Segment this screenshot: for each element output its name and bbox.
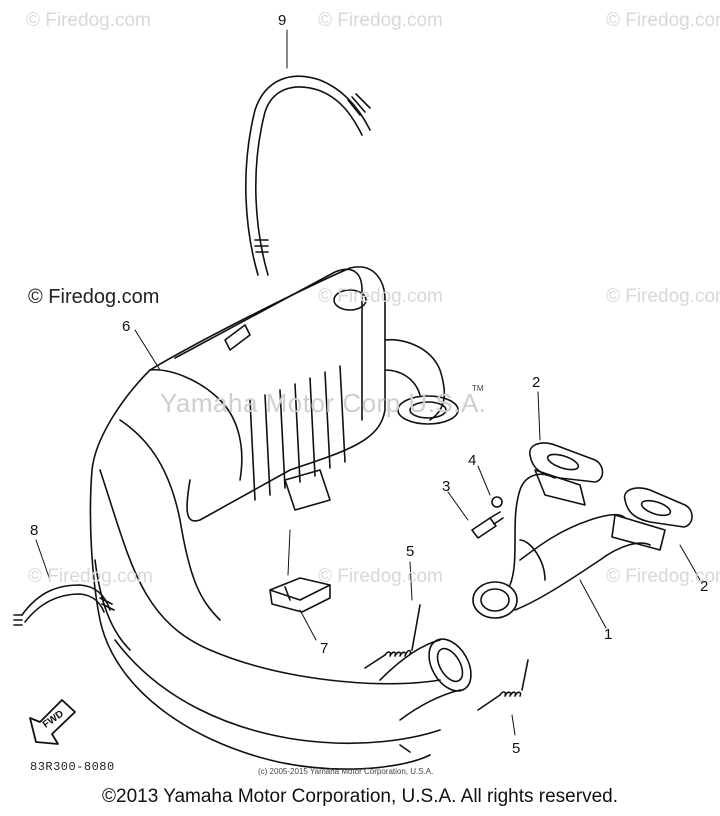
spring-lower [477,659,529,711]
small-copyright: (c) 2005-2015 Yamaha Motor Corporation, … [258,767,434,776]
spring-upper [364,604,421,669]
callout-6: 6 [122,318,131,335]
bracket [269,577,331,613]
watermark-top-right: © Firedog.com [606,10,720,31]
tail-pipe [379,638,472,753]
nut [491,496,503,508]
watermark-top-center: © Firedog.com [318,10,443,31]
hose-9 [245,75,371,276]
watermark-low-center: © Firedog.com [318,566,443,587]
bolt [471,511,504,539]
watermark-tm: TM [472,384,484,393]
watermark-mid-right: © Firedog.com [606,286,720,307]
gasket-upper [529,442,604,483]
copyright-footer: ©2013 Yamaha Motor Corporation, U.S.A. A… [102,786,618,807]
callout-5-upper: 5 [406,543,415,560]
part-code: 83R300-8080 [30,760,115,774]
callout-7: 7 [320,640,329,657]
exhaust-manifold [472,469,666,619]
muffler-elbow [384,338,459,425]
callout-9: 9 [278,12,287,29]
fwd-arrow-icon [29,699,76,745]
watermark-center-text: Yamaha Motor Corp U.S.A. [160,388,487,418]
callout-3: 3 [442,478,451,495]
watermark-mid-left: © Firedog.com [28,286,160,308]
callout-5-lower: 5 [512,740,521,757]
muffler-assembly [89,266,441,770]
leader-lines [35,29,701,736]
watermark-low-right: © Firedog.com [606,566,720,587]
callout-8: 8 [30,522,39,539]
callout-4: 4 [468,452,477,469]
gasket-lower [623,487,693,528]
hose-8 [13,584,115,626]
callout-1: 1 [604,626,613,643]
callout-2-upper: 2 [532,374,541,391]
watermark-top-left: © Firedog.com [26,10,151,31]
watermark-mid-center: © Firedog.com [318,286,443,307]
watermark-low-left: © Firedog.com [28,566,153,587]
callout-2-lower: 2 [700,578,709,595]
